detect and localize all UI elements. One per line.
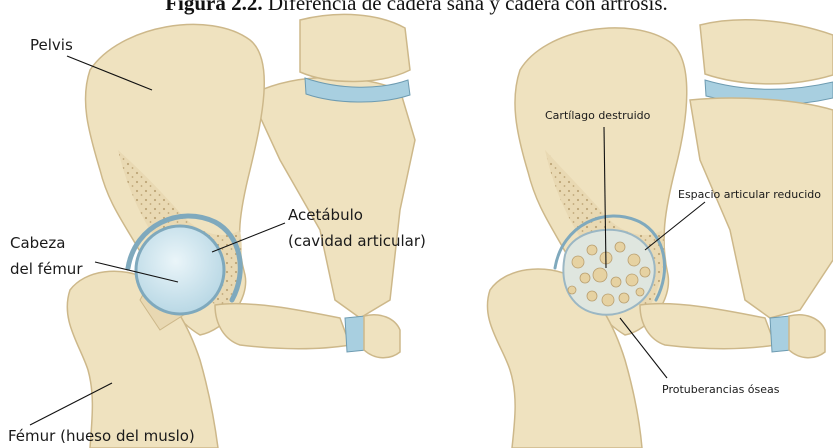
arthritic-pubis-right <box>789 315 825 358</box>
arthritic-pubis <box>640 304 775 349</box>
healthy-sacrum <box>250 78 415 319</box>
label-acetabulum-2: (cavidad articular) <box>288 232 426 250</box>
healthy-pubic-disc <box>345 316 366 352</box>
arthritic-vertebra-top <box>700 20 833 84</box>
healthy-pubis <box>215 304 350 349</box>
arthritic-pubic-disc <box>770 316 791 352</box>
label-femur: Fémur (hueso del muslo) <box>8 427 195 445</box>
label-reduced-joint-space: Espacio articular reducido <box>678 188 821 201</box>
healthy-pubis-right <box>364 315 400 358</box>
healthy-vertebra-top <box>300 14 410 81</box>
healthy-femoral-head <box>136 226 224 314</box>
label-femoral-head-1: Cabeza <box>10 234 65 252</box>
arthritic-hip-illustration <box>487 20 833 448</box>
label-pelvis: Pelvis <box>30 36 73 54</box>
label-acetabulum-1: Acetábulo <box>288 206 363 224</box>
label-femoral-head-2: del fémur <box>10 260 83 278</box>
label-bone-spurs: Protuberancias óseas <box>662 383 780 396</box>
label-destroyed-cartilage: Cartílago destruido <box>545 109 651 122</box>
arthritic-sacrum <box>690 98 833 318</box>
